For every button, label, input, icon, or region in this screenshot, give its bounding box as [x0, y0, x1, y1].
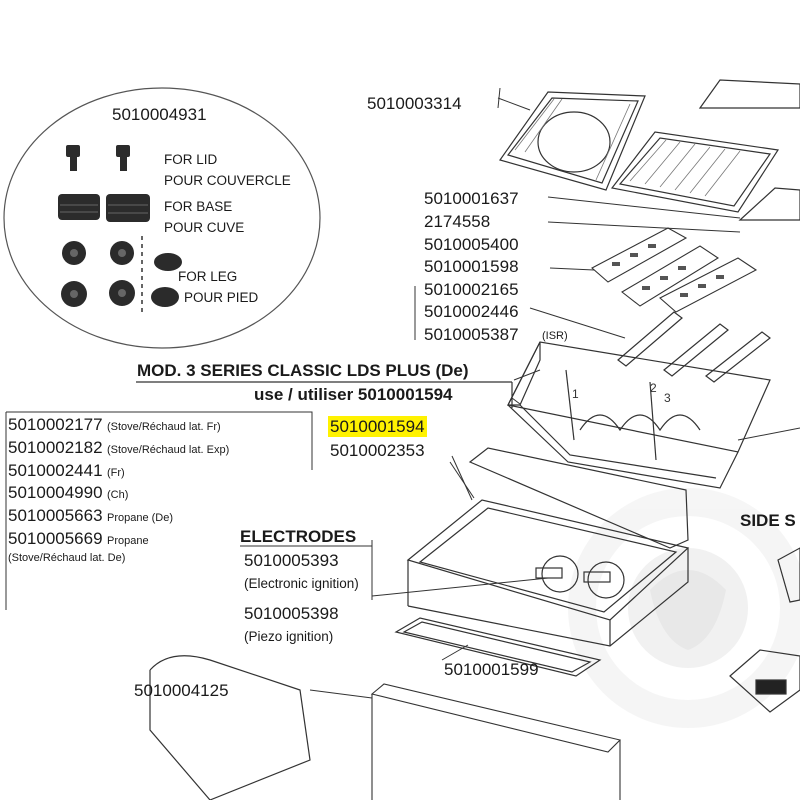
burner-row-5: 5010005663 Propane (De) [8, 506, 174, 525]
svg-text:2: 2 [650, 381, 657, 395]
cooking-grates [499, 79, 800, 221]
grates-part-number: 5010003314 [367, 94, 462, 113]
top-part-3: 5010005400 [424, 235, 519, 254]
leader-lines [309, 87, 800, 699]
kit-leg-label-en: FOR LEG [178, 269, 238, 284]
burner-row-1: 5010002177 (Stove/Réchaud lat. Fr) [8, 415, 221, 434]
watermark-logo [568, 488, 800, 728]
electrode-1-desc: (Electronic ignition) [244, 576, 359, 591]
top-part-2: 2174558 [424, 212, 491, 231]
side-heading: SIDE S [740, 511, 796, 530]
burner-tubes [617, 311, 771, 383]
kit-lid-label: FOR LID POUR COUVERCLE [164, 150, 291, 192]
side-shelf-part-number: 5010004125 [134, 681, 229, 700]
svg-text:3: 3 [664, 391, 671, 405]
catch-pan [394, 617, 602, 677]
burner-row-6: 5010005669 Propane [8, 529, 149, 548]
electrode-1-pn: 5010005393 [244, 551, 339, 570]
top-part-5: 5010002165 [424, 280, 519, 299]
burner-list-bracket [6, 411, 313, 470]
side-shelf [149, 655, 311, 800]
kit-part-number: 5010004931 [112, 105, 207, 124]
isr-note: (ISR) [542, 330, 568, 342]
kit-leg-label-fr: POUR PIED [184, 290, 259, 305]
electrode-2-desc: (Piezo ignition) [244, 629, 334, 644]
firebox: 1 2 3 [507, 341, 771, 489]
lid-feet [66, 145, 130, 171]
kit-base-en: FOR BASE [164, 199, 233, 214]
top-part-1: 5010001637 [424, 189, 519, 208]
burner-row-3: 5010002441 (Fr) [8, 461, 125, 480]
kit-ellipse [3, 87, 321, 349]
tray-part-number: 5010001599 [444, 660, 539, 679]
electrodes-heading: ELECTRODES [240, 527, 357, 546]
burner-footnote: (Stove/Réchaud lat. De) [8, 552, 126, 564]
burner-row-2: 5010002182 (Stove/Réchaud lat. Exp) [8, 438, 230, 457]
kit-base-fr: POUR CUVE [164, 219, 245, 235]
leg-grommets [61, 241, 182, 307]
side-burner [729, 547, 800, 713]
svg-text:1: 1 [572, 387, 579, 401]
kit-lid-fr: POUR COUVERCLE [164, 172, 291, 188]
model-title: MOD. 3 SERIES CLASSIC LDS PLUS (De) [137, 361, 469, 380]
flavorizer-bars [591, 227, 758, 313]
bottom-tray [370, 683, 622, 800]
model-use-line: use / utiliser 5010001594 [254, 385, 453, 404]
bowl-part-other: 5010002353 [330, 441, 425, 460]
base-feet [58, 194, 150, 222]
top-part-4: 5010001598 [424, 257, 519, 276]
top-part-7: 5010005387 [424, 325, 519, 344]
kit-lid-en: FOR LID [164, 152, 218, 167]
burner-row-4: 5010004990 (Ch) [8, 483, 129, 502]
bowl-part-highlighted: 5010001594 [328, 416, 427, 437]
electrode-2-pn: 5010005398 [244, 604, 339, 623]
kit-base-label: FOR BASE POUR CUVE [164, 197, 244, 239]
cook-box-frame [406, 447, 690, 647]
top-part-6: 5010002446 [424, 302, 519, 321]
